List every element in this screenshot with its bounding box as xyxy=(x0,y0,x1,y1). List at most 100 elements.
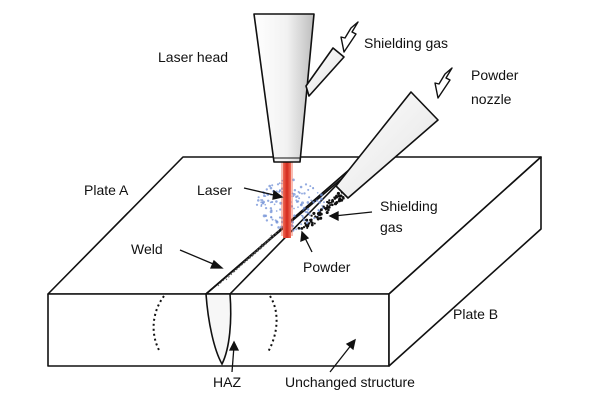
powder-nozzle xyxy=(335,91,439,199)
gas-particle xyxy=(278,216,282,219)
gas-particle xyxy=(268,184,272,188)
gas-particle xyxy=(269,210,273,214)
gas-particle xyxy=(302,216,304,219)
gas-particle xyxy=(275,210,278,212)
gas-particle xyxy=(319,197,323,201)
powder-particle xyxy=(333,196,336,199)
powder-stream xyxy=(297,191,345,230)
label-plate-b: Plate B xyxy=(453,306,498,322)
gas-particle xyxy=(292,193,296,196)
weld-bead xyxy=(205,293,232,366)
weld-cross-section xyxy=(152,217,291,366)
laser-beam xyxy=(281,162,293,238)
gas-particle xyxy=(281,179,284,182)
gas-particle xyxy=(280,220,284,224)
powder-particle xyxy=(323,207,326,210)
gas-particle xyxy=(262,194,266,198)
gas-particle xyxy=(260,201,263,204)
gas-particle xyxy=(270,215,273,219)
gas-inlet-tube xyxy=(305,47,345,97)
gas-particle xyxy=(277,226,280,229)
powder-particle xyxy=(340,198,344,202)
gas-particle xyxy=(308,212,311,215)
gas-particle xyxy=(262,214,266,218)
gas-particle xyxy=(293,188,297,192)
gas-particle xyxy=(293,207,295,210)
gas-particle xyxy=(280,187,284,190)
gas-particle xyxy=(302,209,304,211)
gas-particle xyxy=(301,201,304,205)
gas-particle xyxy=(306,221,309,224)
powder-particle xyxy=(314,215,317,218)
gas-particle xyxy=(273,203,276,206)
gas-particle xyxy=(304,183,308,186)
gas-particle xyxy=(307,188,310,191)
gas-particle xyxy=(303,192,306,195)
gas-particle xyxy=(299,185,303,189)
label-laser-head: Laser head xyxy=(158,49,228,65)
label-weld: Weld xyxy=(131,241,163,257)
gas-particle xyxy=(255,203,259,206)
gas-particle xyxy=(297,190,300,193)
powder-particle xyxy=(305,218,309,222)
gas-particle xyxy=(295,228,298,231)
label-powder-nozzle-line2: nozzle xyxy=(471,91,512,107)
gas-particle xyxy=(264,203,267,206)
gas-particle xyxy=(261,199,264,202)
powder-particle xyxy=(329,201,332,204)
powder-particle xyxy=(309,219,313,222)
gas-particle xyxy=(308,214,311,216)
powder-particle xyxy=(297,226,301,230)
powder-particle xyxy=(316,212,321,216)
shielding-gas-arrow xyxy=(340,21,359,53)
leader-lines xyxy=(179,187,373,373)
gas-particle xyxy=(321,204,324,207)
powder-particle xyxy=(305,224,308,228)
powder-particle xyxy=(310,214,313,217)
label-laser: Laser xyxy=(197,182,232,198)
gas-particle xyxy=(269,207,273,210)
powder-particle xyxy=(333,202,338,206)
gas-particle xyxy=(271,218,274,221)
gas-particle xyxy=(275,200,278,203)
powder-particle xyxy=(310,223,314,227)
powder-particle xyxy=(316,217,320,221)
gas-particle xyxy=(306,201,310,204)
groove-edge-left xyxy=(205,169,353,295)
label-haz: HAZ xyxy=(213,374,241,390)
powder-particle xyxy=(329,204,332,207)
gas-particle xyxy=(260,205,263,207)
gas-particle xyxy=(279,208,282,211)
gas-particle xyxy=(292,195,295,198)
powder-particle xyxy=(319,208,323,212)
gas-particle xyxy=(269,186,273,190)
powder-particle xyxy=(330,203,334,207)
label-shielding-gas-side-line1: Shielding xyxy=(380,198,438,214)
gas-particle xyxy=(260,203,263,206)
gas-particle xyxy=(257,196,260,199)
powder-particle xyxy=(328,206,331,209)
gas-particle xyxy=(300,214,303,217)
gas-particle xyxy=(271,184,274,187)
gas-particle xyxy=(300,223,303,226)
powder-particle xyxy=(341,195,345,199)
label-powder-nozzle-line1: Powder xyxy=(471,67,519,83)
gas-particle xyxy=(306,211,309,214)
gas-particle xyxy=(267,199,270,202)
powder-particle xyxy=(328,199,331,202)
powder-particle xyxy=(335,194,338,198)
powder-particle xyxy=(300,227,304,230)
label-shielding-gas-top: Shielding gas xyxy=(364,35,448,51)
gas-particle xyxy=(264,206,268,210)
gas-particle xyxy=(323,201,325,204)
powder-particle xyxy=(319,212,323,216)
laser-head xyxy=(253,13,345,163)
gas-particle xyxy=(290,205,294,208)
powder-particle xyxy=(325,210,329,215)
gas-particle xyxy=(295,195,298,199)
powder-particle xyxy=(319,216,323,220)
label-plate-a: Plate A xyxy=(84,182,129,198)
gas-particle xyxy=(291,229,295,232)
gas-particle xyxy=(316,191,319,194)
